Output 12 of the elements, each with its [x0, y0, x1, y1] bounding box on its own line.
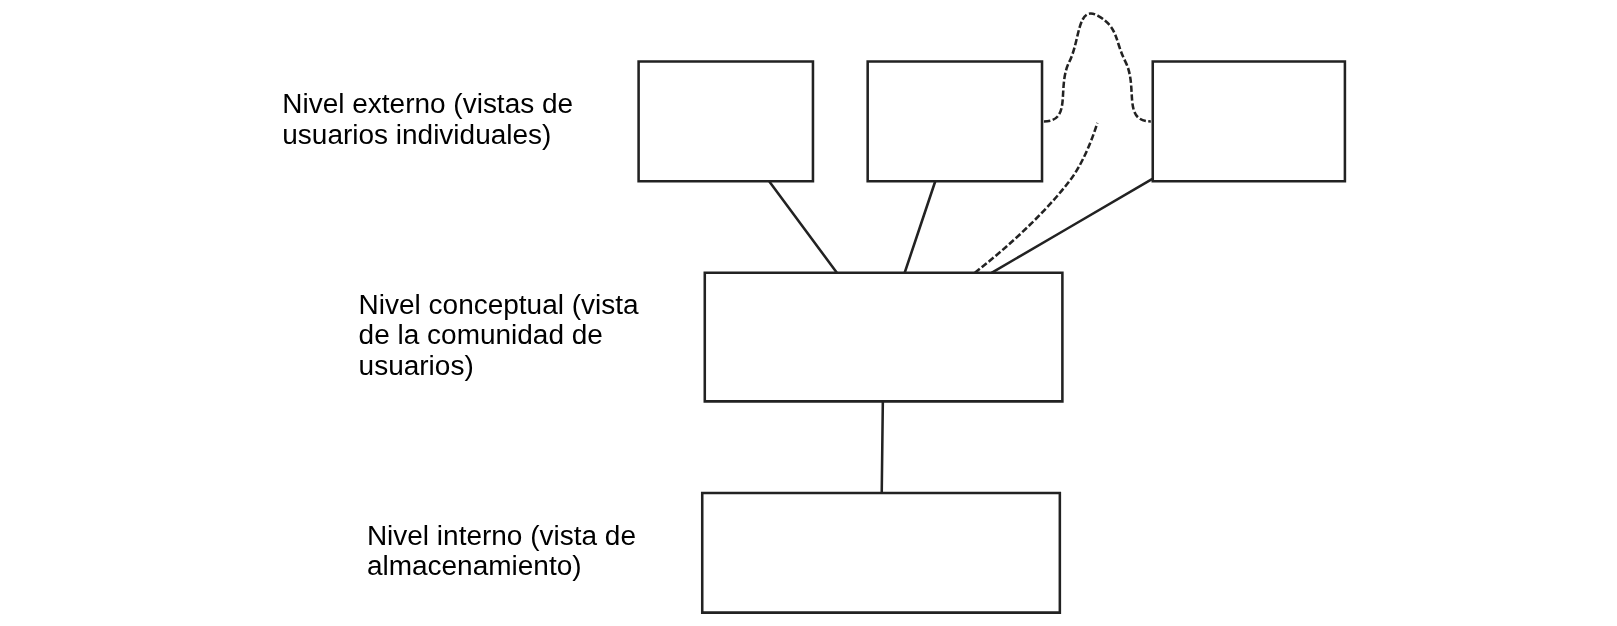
node-box [700, 491, 1062, 614]
node-box [1151, 60, 1347, 183]
node-box [866, 60, 1044, 183]
node-box [703, 271, 1064, 403]
label: Nivel interno (vista de almacenamiento) [366, 519, 636, 582]
connector [990, 177, 1154, 274]
connector [880, 401, 885, 493]
label: Nivel conceptual (vista de la comunidad de usuarios) [358, 288, 639, 381]
connector [768, 180, 838, 274]
connector [903, 181, 937, 274]
label: Nivel externo (vistas de usuarios individuales) [282, 88, 574, 150]
node-box [637, 60, 815, 183]
